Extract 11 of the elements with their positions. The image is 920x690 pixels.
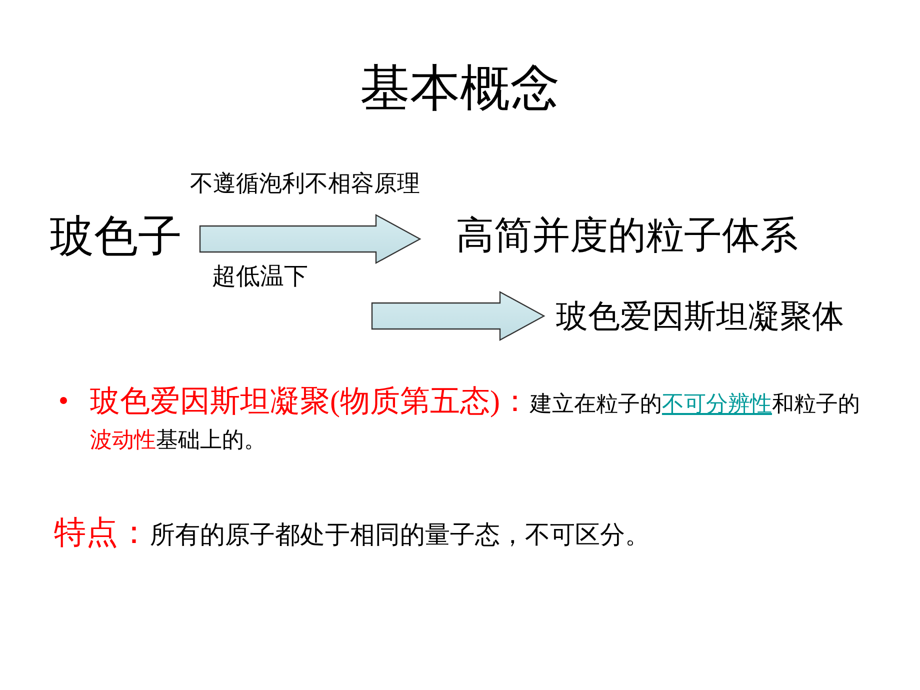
feature-text: 特点：所有的原子都处于相同的量子态，不可区分。: [54, 513, 650, 552]
condition-text: 超低温下: [212, 263, 308, 292]
block-arrow: [199, 214, 422, 264]
link: 不可分辨性: [662, 391, 772, 416]
slide-title: 基本概念: [359, 59, 561, 118]
concept-text: 玻色爱因斯坦凝聚体: [548, 294, 885, 338]
block-arrow: [371, 290, 546, 342]
bullet-text: 玻色爱因斯坦凝聚(物质第五态)：建立在粒子的不可分辨性和粒子的 波动性基础上的。: [90, 384, 860, 454]
concept-text: 高简并度的粒子体系: [424, 212, 834, 262]
concept-text: 玻色子: [50, 210, 196, 264]
edge-label: 不遵循泡利不相容原理: [190, 170, 420, 198]
